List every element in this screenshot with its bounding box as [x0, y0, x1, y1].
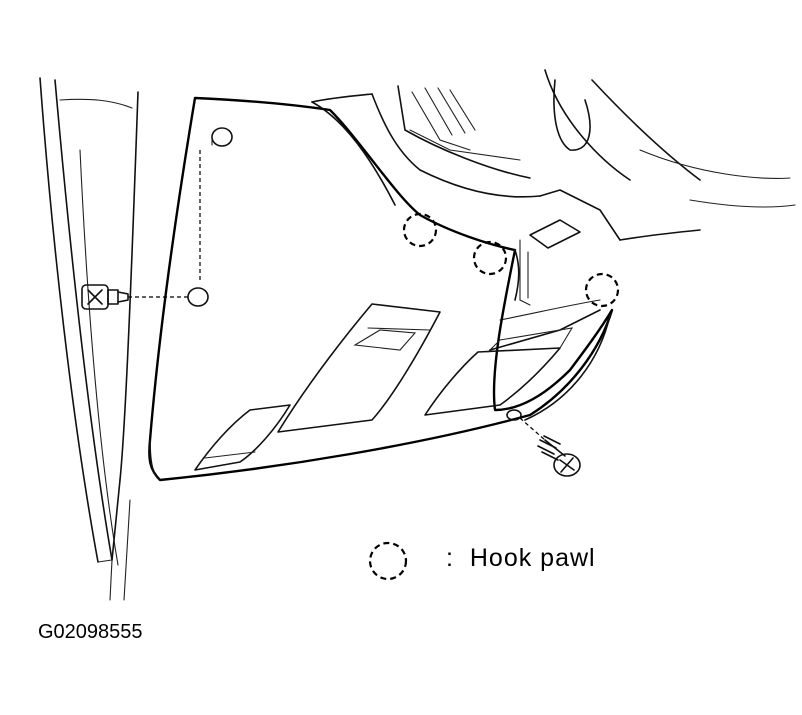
dashed-circle-icon — [368, 541, 408, 581]
hook-pawl-marker-2 — [472, 240, 508, 276]
clip-holes — [187, 127, 522, 421]
legend-separator: : — [446, 544, 454, 572]
panel-recesses — [194, 303, 574, 471]
hook-pawl-marker-3 — [584, 272, 620, 308]
door-edge-lines — [39, 77, 139, 601]
legend-hook-pawl-label: Hook pawl — [469, 544, 596, 572]
figure-id: G02098555 — [38, 621, 143, 643]
hook-pawl-marker-1 — [402, 212, 438, 248]
screw-icon — [519, 417, 581, 477]
dashboard-background — [311, 69, 796, 351]
hook-pawl-markers — [402, 212, 620, 308]
legend-label: : Hook pawl — [446, 544, 596, 573]
lower-cover-panel — [148, 96, 614, 482]
clip-fastener-icon — [81, 150, 201, 310]
